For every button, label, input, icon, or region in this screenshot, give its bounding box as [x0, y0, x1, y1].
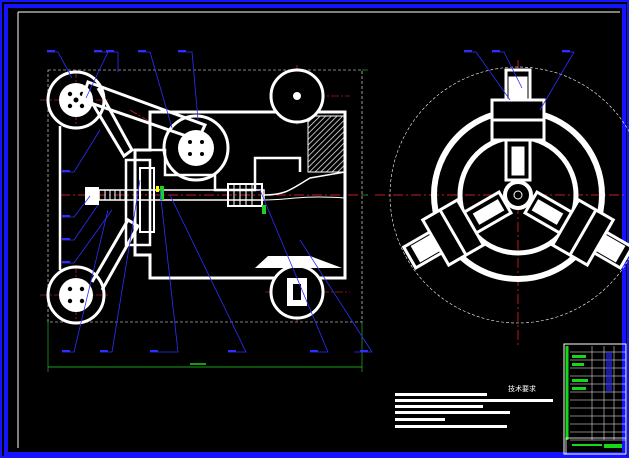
envelope-boundary	[47, 69, 363, 323]
hatched-section	[307, 115, 345, 173]
upper-link-arm	[80, 80, 208, 142]
title-block	[563, 343, 627, 455]
housing-outline	[133, 110, 347, 280]
upper-diagonal-arm	[86, 87, 134, 159]
outer-pitch-circle	[389, 66, 629, 324]
lead-screw	[85, 171, 346, 207]
jaw-lower-right	[401, 190, 514, 270]
tech-requirements-title: 技术要求	[508, 384, 536, 393]
jaw-lower-left	[522, 190, 629, 270]
lower-wedge	[255, 256, 342, 268]
technical-requirements: 技术要求	[395, 384, 553, 428]
right-chuck-view	[375, 50, 629, 345]
lower-left-roller	[46, 265, 106, 325]
overall-dimension	[47, 69, 368, 372]
left-section-view	[40, 50, 373, 372]
jaw-top	[490, 68, 546, 182]
